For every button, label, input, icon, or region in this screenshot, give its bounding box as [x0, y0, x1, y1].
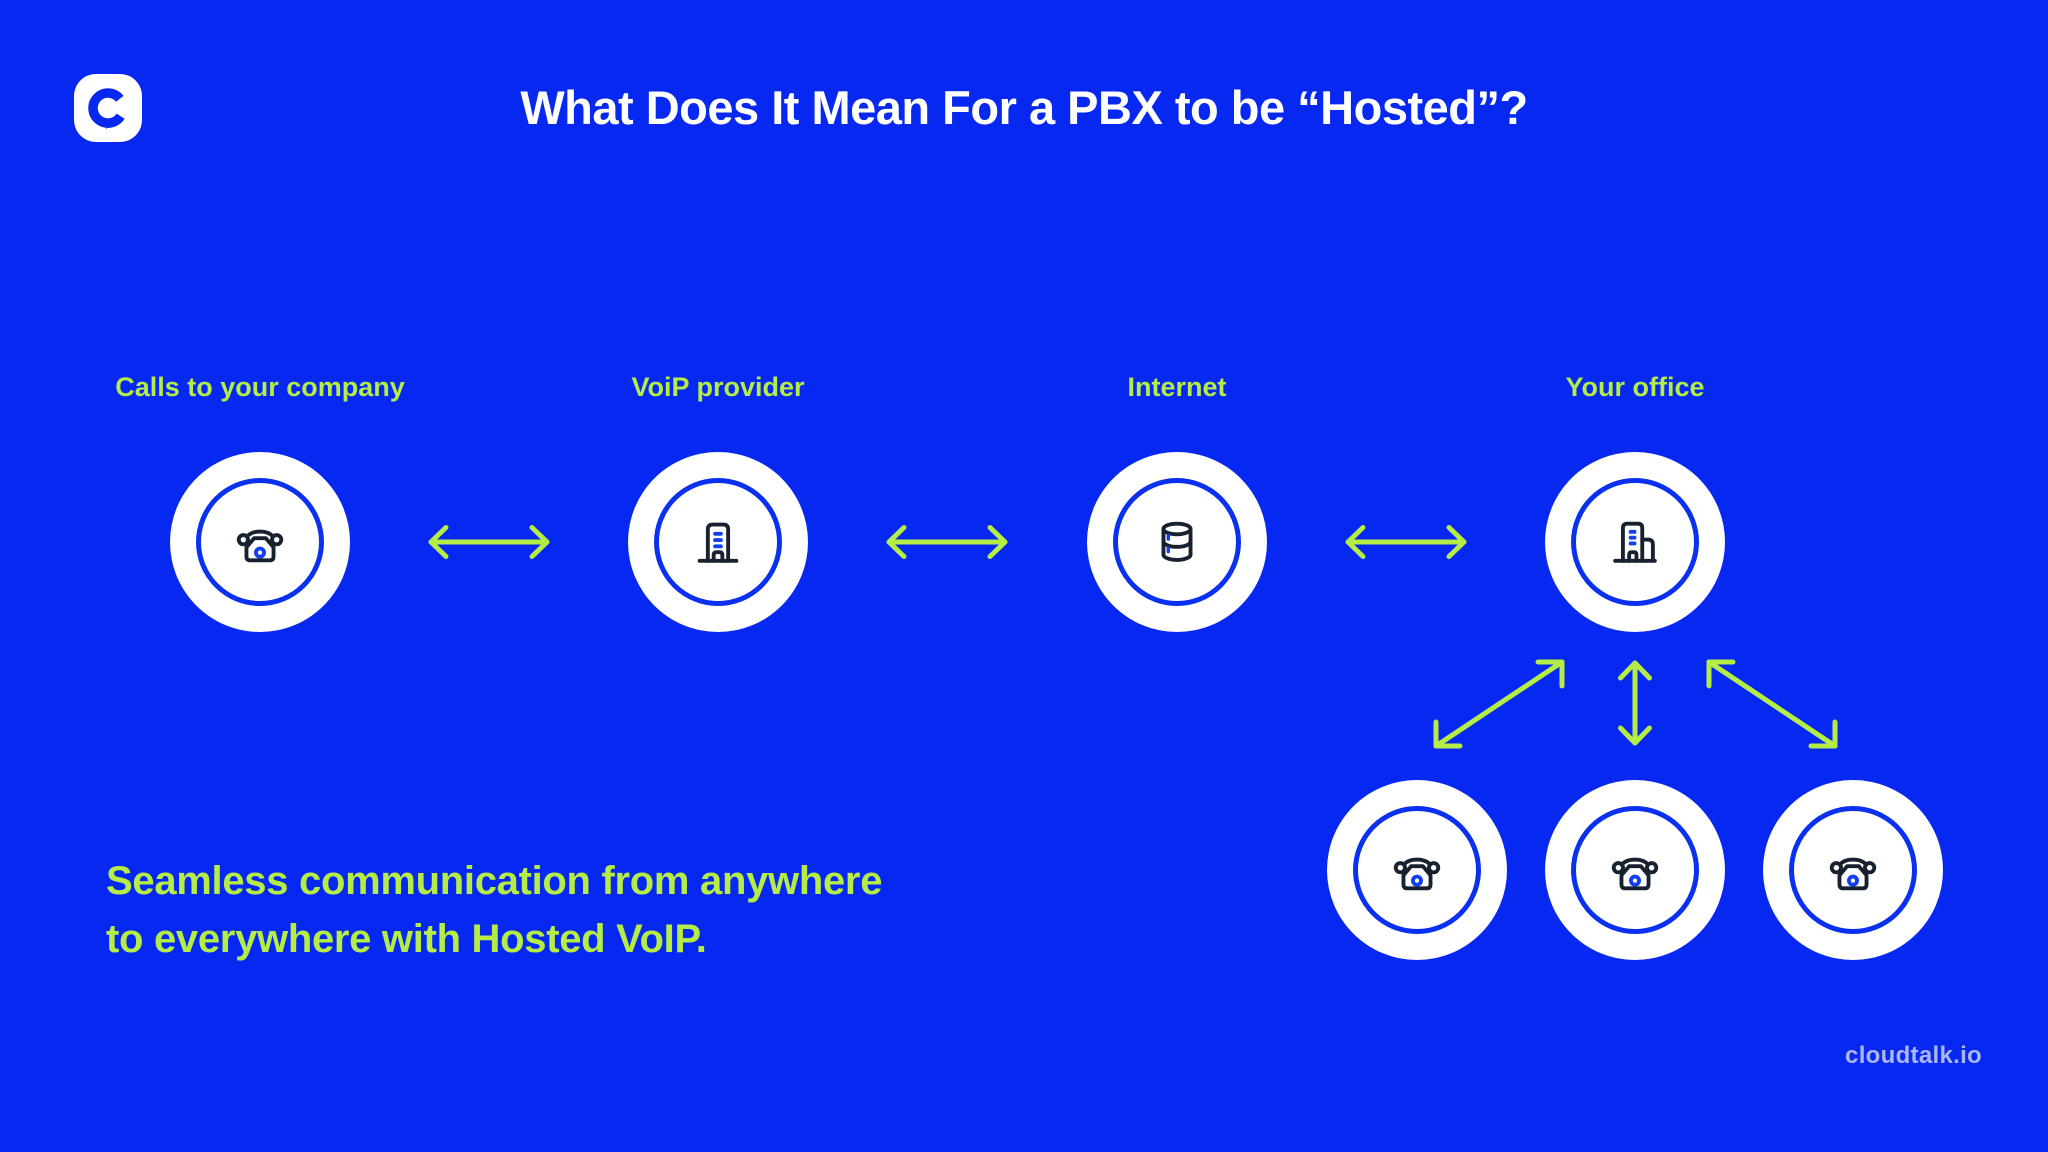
- arrow-internet-office-icon: [1345, 525, 1467, 559]
- rotary-phone-icon: [1611, 857, 1659, 891]
- tagline-line-2: to everywhere with Hosted VoIP.: [106, 917, 707, 961]
- inner-ring: [1113, 478, 1241, 606]
- footer-site-url: cloudtalk.io: [1845, 1042, 1982, 1069]
- rotary-phone-icon: [1393, 857, 1441, 891]
- node-your-office-circle: [1545, 452, 1725, 632]
- node-internet-circle: [1087, 452, 1267, 632]
- inner-ring: [1789, 806, 1917, 934]
- label-your-office: Your office: [1565, 372, 1705, 402]
- arrow-office-phone2-icon: [1618, 660, 1652, 746]
- cloudtalk-logo: [74, 74, 142, 142]
- arrow-voip-internet-icon: [886, 525, 1008, 559]
- inner-ring: [1353, 806, 1481, 934]
- label-internet: Internet: [1127, 372, 1227, 402]
- tagline: Seamless communication from anywhere to …: [106, 852, 882, 968]
- page-title: What Does It Mean For a PBX to be “Hoste…: [520, 81, 1528, 134]
- provider-building-icon: [697, 522, 739, 563]
- arrow-calls-voip-icon: [428, 525, 550, 559]
- label-voip-provider: VoiP provider: [631, 372, 805, 402]
- tagline-line-1: Seamless communication from anywhere: [106, 859, 883, 903]
- office-phone-2-circle: [1545, 780, 1725, 960]
- arrow-office-phone1-icon: [1433, 659, 1565, 749]
- node-voip-provider-circle: [628, 452, 808, 632]
- office-phone-3-circle: [1763, 780, 1943, 960]
- rotary-phone-icon: [236, 529, 284, 563]
- node-calls-circle: [170, 452, 350, 632]
- inner-ring: [196, 478, 324, 606]
- rotary-phone-icon: [1829, 857, 1877, 891]
- office-phone-1-circle: [1327, 780, 1507, 960]
- label-calls-to-your-company: Calls to your company: [115, 372, 405, 402]
- office-buildings-icon: [1613, 521, 1657, 563]
- arrow-office-phone3-icon: [1706, 659, 1838, 749]
- inner-ring: [654, 478, 782, 606]
- inner-ring: [1571, 806, 1699, 934]
- inner-ring: [1571, 478, 1699, 606]
- database-icon: [1161, 521, 1193, 562]
- cloudtalk-c-icon: [88, 88, 125, 129]
